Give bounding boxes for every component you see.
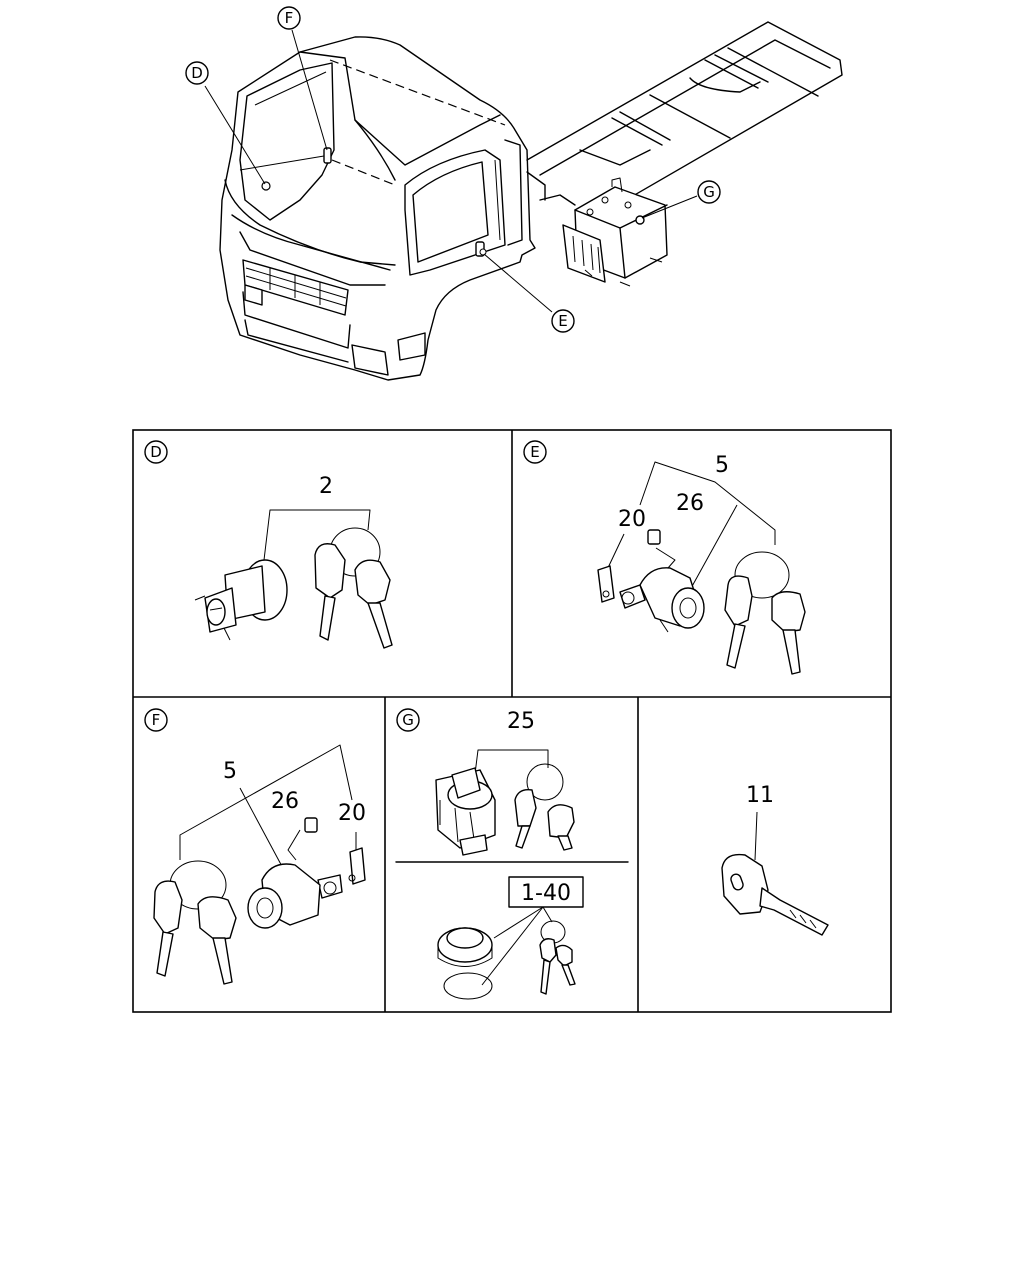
truck-illustration (219, 21, 843, 381)
truck-leaders (204, 29, 698, 313)
callout-e-label: E (558, 312, 567, 330)
callout-f-label: F (285, 9, 294, 27)
key-set-kit-drawing (539, 920, 576, 995)
panel-d: D 2 (144, 440, 393, 649)
part-26-label-f: 26 (271, 789, 299, 814)
part-26-label-e: 26 (676, 491, 704, 516)
ignition-cylinder-drawing (194, 559, 288, 641)
panel-e: E 5 20 26 (523, 440, 806, 675)
callout-g: G (697, 180, 721, 204)
part-2-label: 2 (319, 474, 333, 499)
panel-e-letter: E (530, 443, 539, 461)
fuel-cap-lock-drawing (435, 767, 496, 856)
part-1-40-label: 1-40 (521, 881, 571, 906)
blank-key-drawing (721, 853, 829, 936)
part-20-label-f: 20 (338, 801, 366, 826)
fuel-cap-kit-drawing (437, 927, 493, 1000)
callout-f: F (277, 6, 301, 30)
door-lock-f-drawing (247, 817, 366, 929)
key-set-f-drawing (153, 860, 237, 985)
part-5-label-e: 5 (715, 453, 729, 478)
key-set-g-drawing (514, 763, 575, 851)
panel-f-letter: F (152, 711, 161, 729)
panel-g-letter: G (402, 711, 414, 729)
callout-e: E (551, 309, 575, 333)
detail-grid (132, 429, 892, 1013)
part-20-label-e: 20 (618, 507, 646, 532)
panel-f: F 5 26 20 (144, 708, 366, 985)
part-11-label: 11 (746, 783, 774, 808)
key-set-e-drawing (724, 551, 806, 675)
part-25-label: 25 (507, 709, 535, 734)
panel-g: G 25 1-40 (396, 708, 584, 1000)
callout-d: D (185, 61, 209, 85)
callout-g-label: G (703, 183, 715, 201)
part-5-label-f: 5 (223, 759, 237, 784)
key-set-d-drawing (314, 527, 393, 649)
door-lock-e-drawing (597, 529, 705, 633)
panel-key: 11 (721, 783, 829, 936)
panel-d-letter: D (150, 443, 162, 461)
callout-d-label: D (191, 64, 203, 82)
